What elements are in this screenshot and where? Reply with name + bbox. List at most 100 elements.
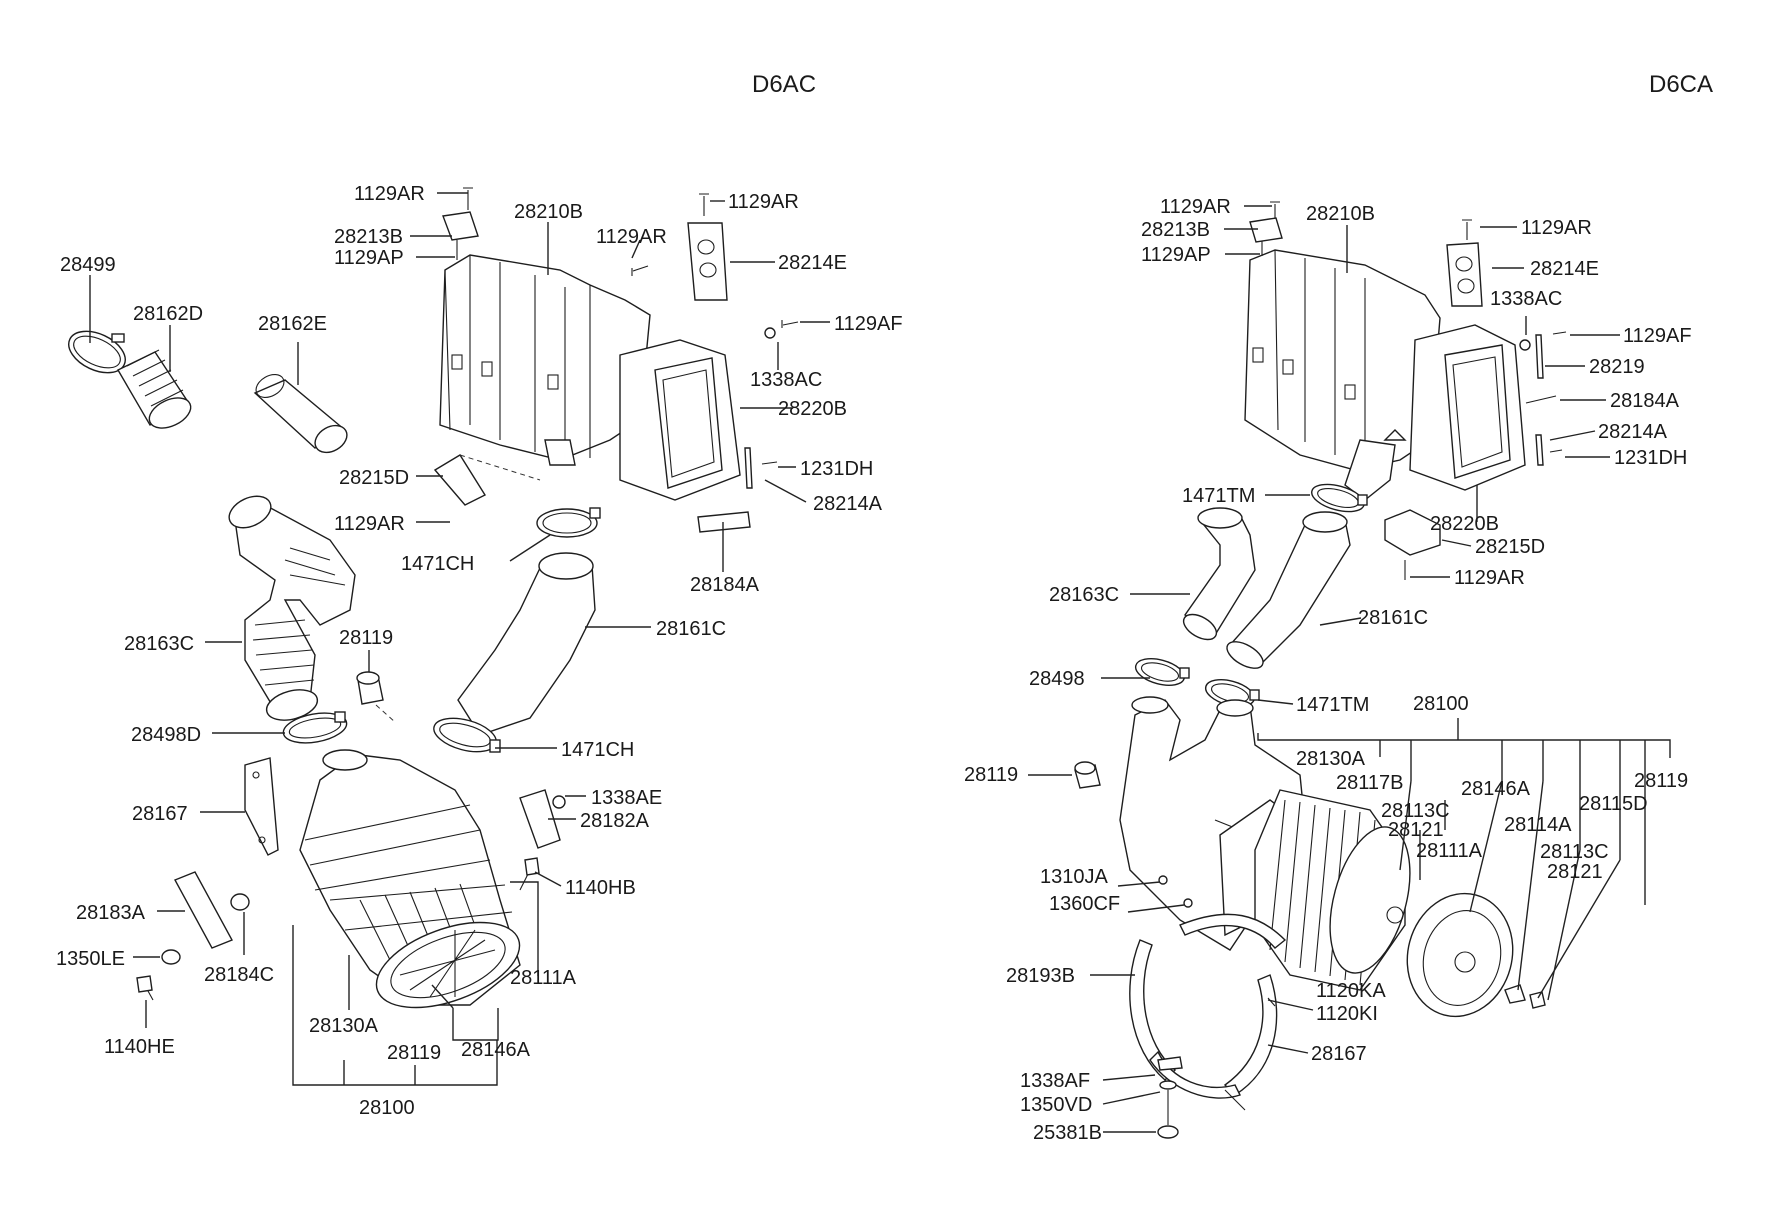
part-label: 28130A — [309, 1015, 379, 1037]
part-label: 28130A — [1296, 748, 1366, 770]
d6ca-part-labels: 1129AR 28213B 1129AP 28210B 1129AR 28214… — [964, 196, 1692, 1144]
part-label: 1360CF — [1049, 893, 1120, 915]
part-label: 1471TM — [1182, 485, 1255, 507]
part-label: 1129AP — [334, 247, 404, 269]
part-label: 1129AR — [1160, 196, 1231, 218]
small-hardware-left — [136, 789, 566, 1001]
part-label: 28184A — [1610, 390, 1680, 412]
air-cleaner-assembly-left — [299, 749, 521, 1009]
part-label: 1120KI — [1316, 1003, 1378, 1025]
part-label: 28146A — [1461, 778, 1531, 800]
part-label: 28213B — [334, 226, 403, 248]
elbow-hose-28163c — [228, 495, 356, 721]
part-label: 28100 — [359, 1097, 415, 1119]
part-label: 28214A — [813, 493, 883, 515]
small-hardware-right — [1157, 875, 1276, 1139]
d6ac-part-labels: 1129AR 28213B 1129AP 28210B 1129AR 1129A… — [56, 183, 903, 1119]
hose-28162e — [253, 373, 348, 454]
clamp-28498-right — [1134, 658, 1190, 686]
part-label: 28162D — [133, 303, 203, 325]
part-label: 28220B — [1430, 513, 1499, 535]
part-label: 28210B — [514, 201, 583, 223]
part-label: 1129AF — [834, 313, 903, 335]
part-label: 28117B — [1336, 772, 1403, 794]
part-label: 28163C — [1049, 584, 1119, 606]
part-label: 28121 — [1547, 861, 1603, 883]
part-label: 28114A — [1504, 814, 1572, 836]
part-label: 25381B — [1033, 1122, 1102, 1144]
clamp-1471ch-upper — [536, 507, 601, 538]
part-label: 28220B — [778, 398, 847, 420]
part-label: 28215D — [339, 467, 409, 489]
part-label: 28146A — [461, 1039, 531, 1061]
air-duct-housing-28210b-right — [1244, 249, 1441, 471]
bolts-top-right — [1249, 201, 1567, 466]
part-label: 28167 — [1311, 1043, 1367, 1065]
part-label: 1129AR — [728, 191, 799, 213]
bracket-28215d-right — [1384, 509, 1441, 580]
end-cover-28111a-right — [1406, 892, 1546, 1018]
part-label: 28214E — [1530, 258, 1599, 280]
part-label: 1471CH — [561, 739, 634, 761]
part-label: 28119 — [964, 764, 1018, 786]
part-label: 28100 — [1413, 693, 1469, 715]
hose-clamp-28499 — [68, 330, 126, 374]
filter-element-right — [1254, 789, 1411, 991]
bracket-28215d — [433, 439, 576, 506]
part-label: 1471TM — [1296, 694, 1369, 716]
part-label: 28214E — [778, 252, 847, 274]
d6ca-parts — [1028, 201, 1671, 1139]
intake-pipe-28161c — [457, 552, 596, 736]
bellows-hose-28162d — [117, 349, 192, 429]
part-label: 1350LE — [56, 948, 125, 970]
restriction-indicator-28119-left — [356, 671, 396, 723]
part-label: 28498 — [1029, 668, 1085, 690]
part-label: 28111A — [1416, 840, 1483, 862]
d6ac-parts — [68, 187, 830, 1086]
part-label: 28498D — [131, 724, 201, 746]
part-label: 28163C — [124, 633, 194, 655]
part-label: 28161C — [1358, 607, 1428, 629]
clamp-1471tm-lower — [1204, 679, 1260, 707]
part-label: 28167 — [132, 803, 188, 825]
air-duct-housing-28210b — [439, 254, 651, 462]
part-label: 28162E — [258, 313, 327, 335]
part-label: 1350VD — [1020, 1094, 1092, 1116]
clip-28214a — [744, 447, 778, 489]
part-label: 1140HE — [104, 1036, 175, 1058]
part-label: 1310JA — [1040, 866, 1108, 888]
part-label: 1231DH — [800, 458, 873, 480]
part-label: 28115D — [1579, 793, 1648, 815]
part-label: 1338AF — [1020, 1070, 1090, 1092]
d6ca-leader-lines — [1028, 205, 1671, 1133]
d6ac-leader-lines — [89, 192, 830, 1086]
part-label: 28119 — [1634, 770, 1688, 792]
part-label: 28121 — [1388, 819, 1444, 841]
strap-28167-right — [1149, 974, 1278, 1111]
variant-title-d6ca: D6CA — [1649, 71, 1713, 98]
bracket-28167-left — [244, 757, 279, 856]
plate-28184a — [697, 511, 751, 533]
hose-28163c-right — [1182, 507, 1256, 641]
part-label: 1129AF — [1623, 325, 1692, 347]
part-label: 28193B — [1006, 965, 1075, 987]
part-label: 28182A — [580, 810, 650, 832]
part-label: 28499 — [60, 254, 116, 276]
bracket-28214e-right — [1446, 242, 1483, 307]
part-label: 1231DH — [1614, 447, 1687, 469]
part-label: 28184C — [204, 964, 274, 986]
restriction-indicator-28119-right — [1074, 761, 1101, 789]
part-label: 1338AC — [750, 369, 822, 391]
part-label: 1129AR — [334, 513, 405, 535]
part-label: 1129AR — [596, 226, 667, 248]
duct-flange-28220b-right — [1409, 324, 1526, 491]
part-label: 28161C — [656, 618, 726, 640]
part-label: 28183A — [76, 902, 146, 924]
part-label: 1471CH — [401, 553, 474, 575]
part-label: 1129AR — [354, 183, 425, 205]
part-label: 1140HB — [565, 877, 636, 899]
duct-flange-28220b — [619, 339, 741, 501]
part-label: 1338AE — [591, 787, 662, 809]
part-label: 28113C — [1381, 800, 1450, 822]
